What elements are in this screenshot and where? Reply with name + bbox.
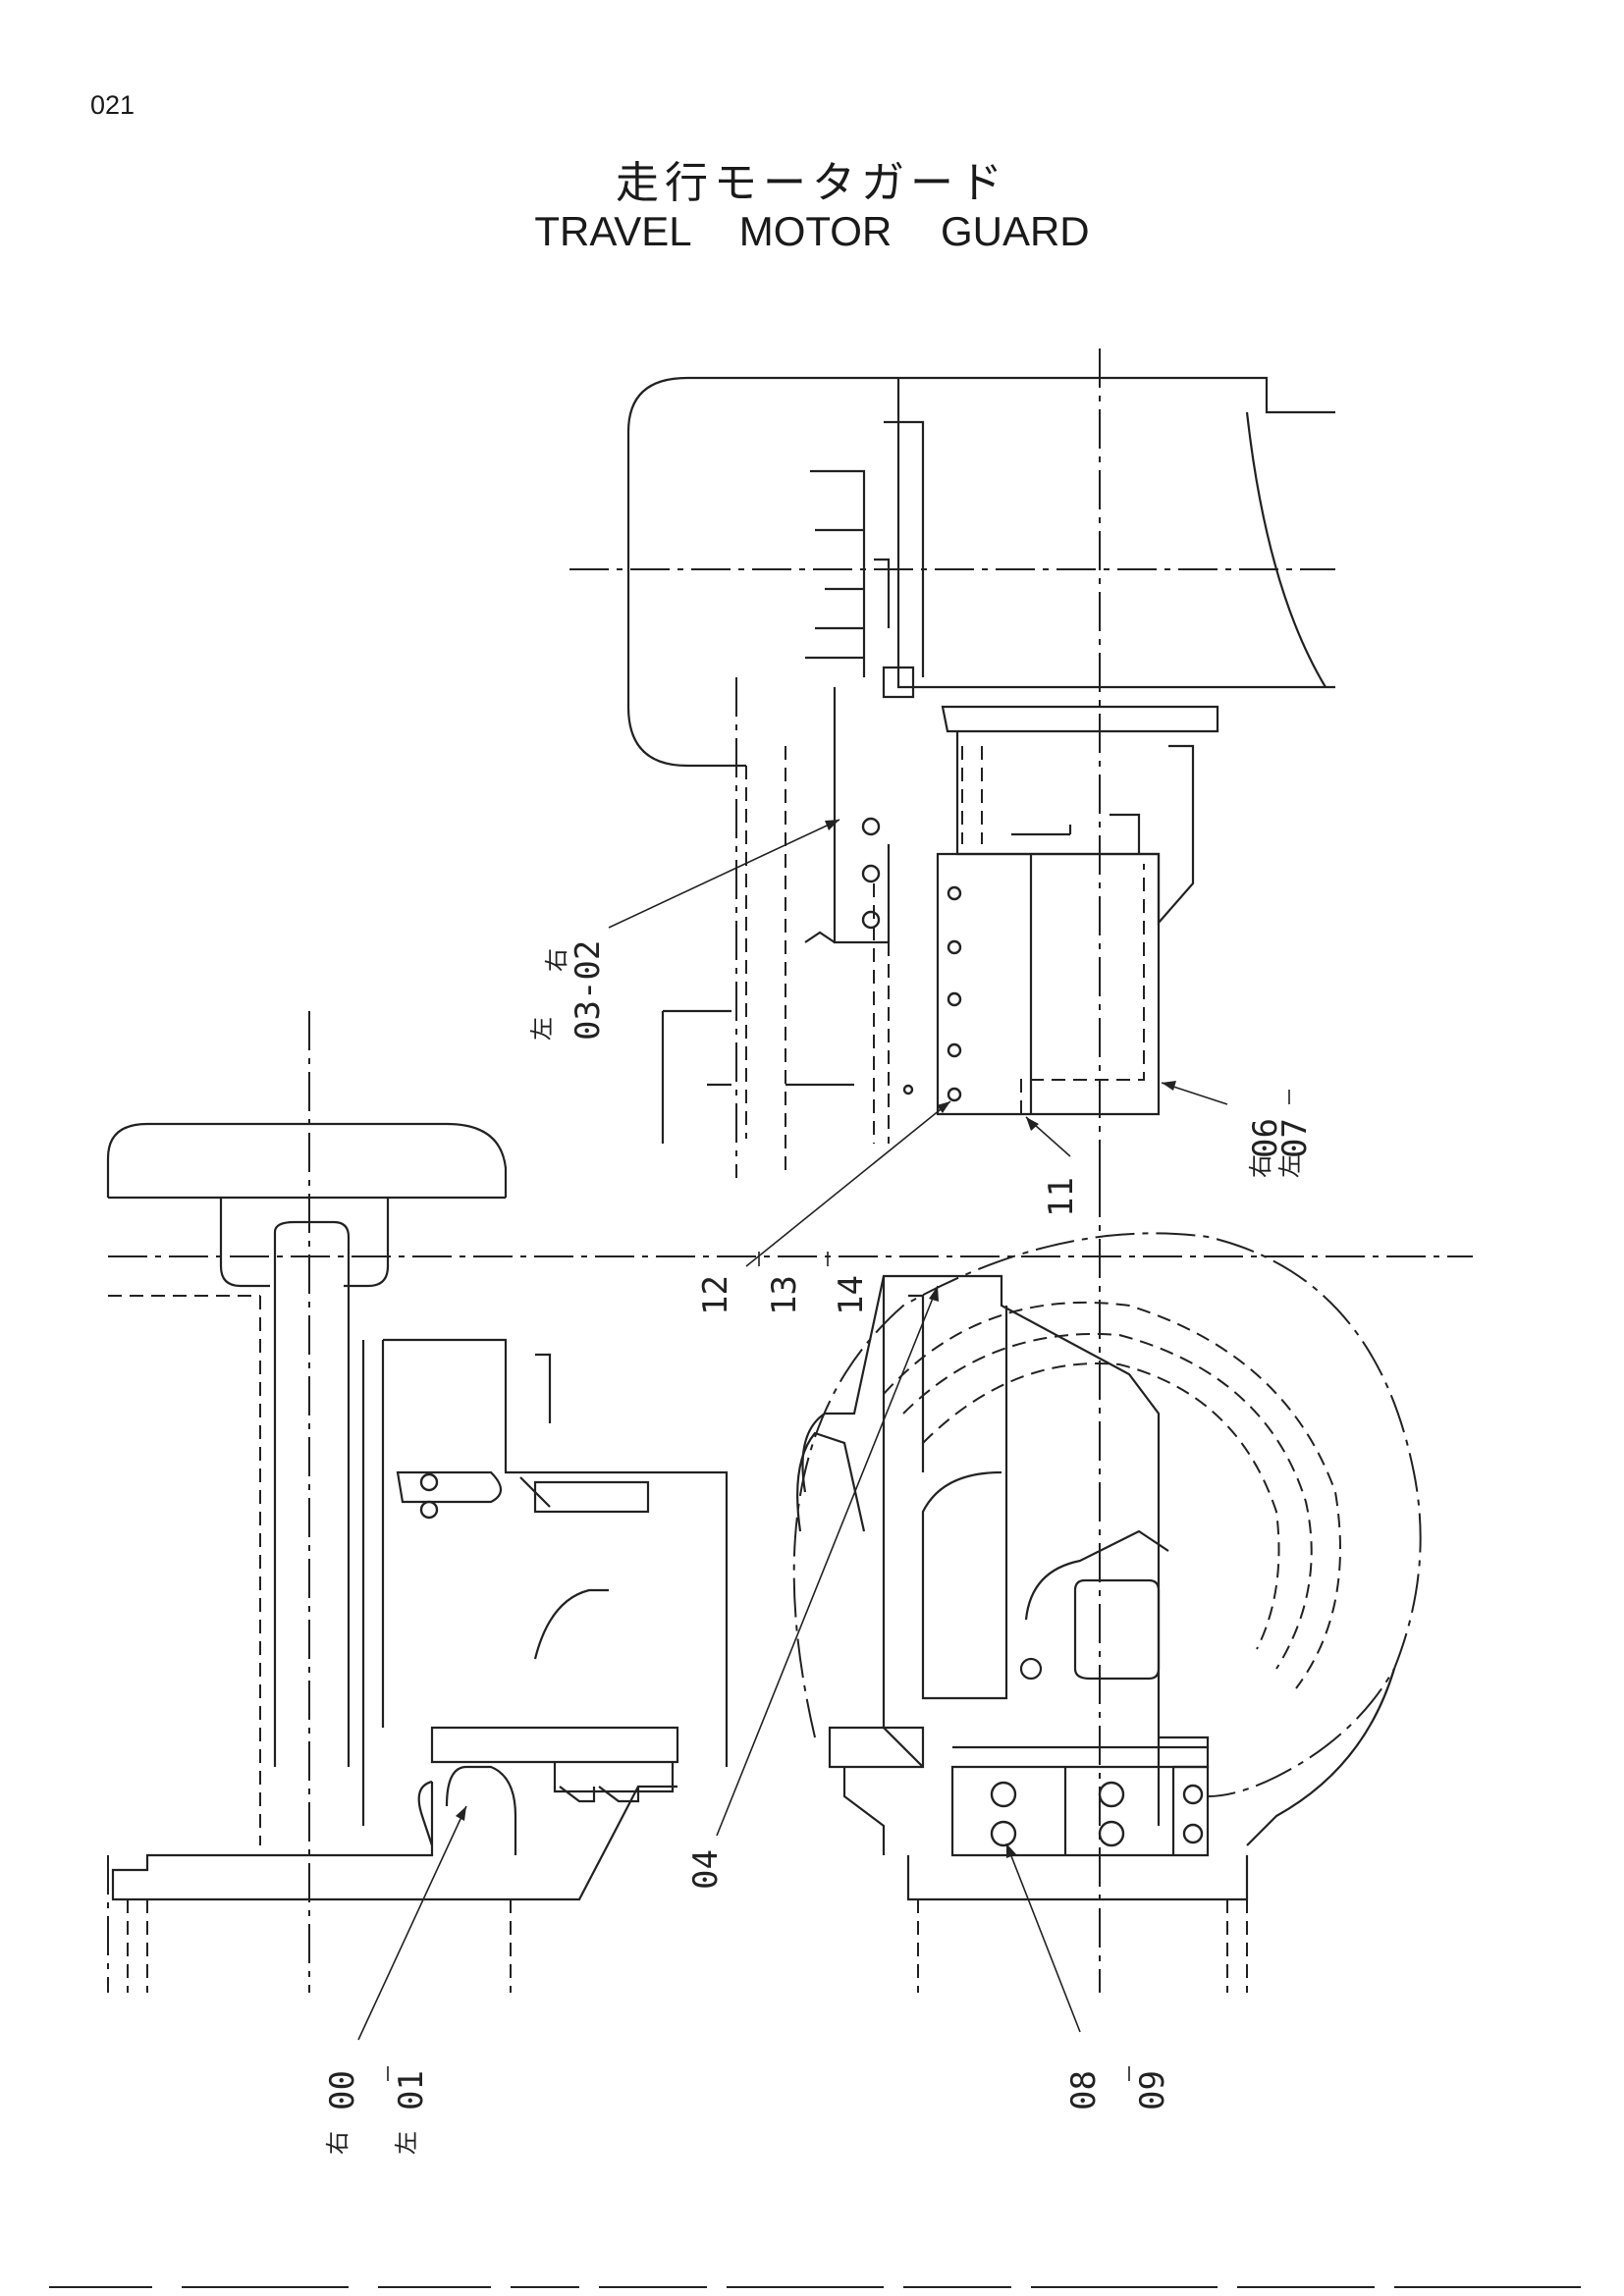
svg-text:07: 07 [1275, 1118, 1315, 1158]
svg-text:14: 14 [832, 1275, 871, 1315]
svg-text:右: 右 [543, 948, 570, 972]
leader-lines [357, 819, 1228, 2041]
callout-07: 07 [1275, 1118, 1315, 1158]
callout-00: 00 [323, 2070, 362, 2110]
lower-right-view [792, 1178, 1422, 1993]
callout-03-02: 03-02 [568, 940, 608, 1041]
title-english: TRAVEL MOTOR GUARD [534, 208, 1090, 254]
svg-text:12: 12 [696, 1275, 735, 1315]
svg-text:08: 08 [1064, 2070, 1104, 2110]
callout-13: 13 [765, 1275, 804, 1315]
callout-03-02-side-right: 右 [543, 948, 570, 972]
callout-06: 06 [1246, 1118, 1285, 1158]
svg-text:09: 09 [1133, 2070, 1172, 2110]
svg-text:右: 右 [324, 2131, 352, 2155]
page-number: 021 [90, 90, 135, 120]
callout-14: 14 [832, 1275, 871, 1315]
callout-09: 09 [1133, 2070, 1172, 2110]
svg-text:左: 左 [528, 1017, 556, 1041]
callout-07-side: 左 [1276, 1154, 1304, 1178]
svg-text:左: 左 [393, 2131, 420, 2155]
title-japanese: 走行モータガード [616, 158, 1008, 208]
svg-text:06: 06 [1246, 1118, 1285, 1158]
svg-text:13: 13 [765, 1275, 804, 1315]
svg-text:04: 04 [686, 1849, 726, 1890]
lower-left-view [106, 1011, 1473, 1993]
callout-06-side: 右 [1247, 1154, 1274, 1178]
callout-11: 11 [1042, 1177, 1081, 1217]
svg-text:01: 01 [392, 2070, 431, 2110]
svg-text:左: 左 [1276, 1154, 1304, 1178]
callout-03-02-side-left: 左 [528, 1017, 556, 1041]
callout-01-side: 左 [393, 2131, 420, 2155]
callout-08: 08 [1064, 2070, 1104, 2110]
svg-text:00: 00 [323, 2070, 362, 2110]
svg-text:右: 右 [1247, 1154, 1274, 1178]
callout-01: 01 [392, 2070, 431, 2110]
callout-04: 04 [686, 1849, 726, 1890]
callout-03-02-number: 03-02 [568, 940, 608, 1041]
upper-view [569, 348, 1335, 1178]
svg-text:11: 11 [1042, 1177, 1081, 1217]
callout-00-side: 右 [324, 2131, 352, 2155]
callout-12: 12 [696, 1275, 735, 1315]
